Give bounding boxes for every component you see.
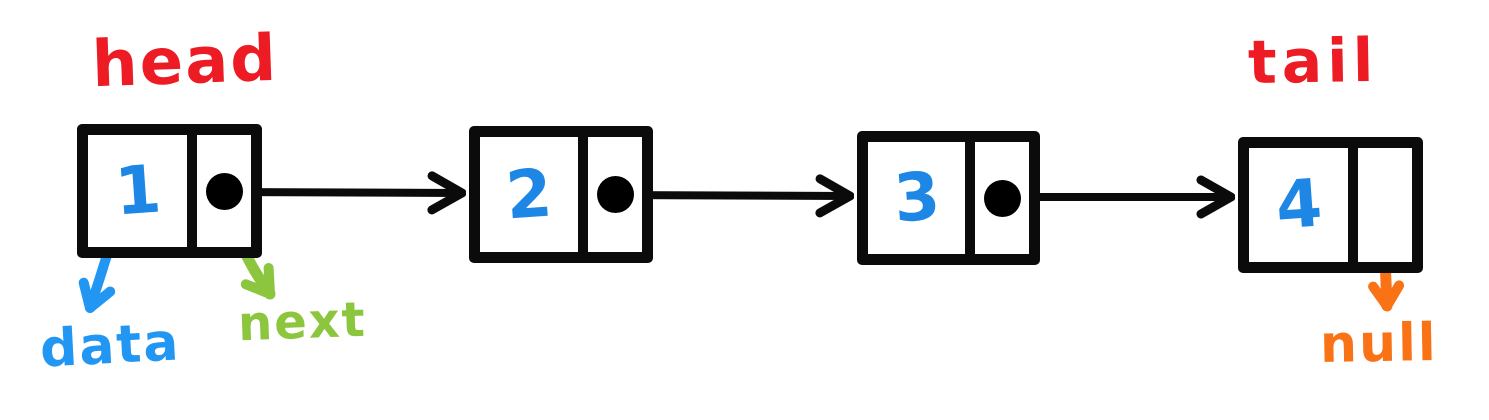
node-1: 1 xyxy=(77,124,262,258)
null-value-label: null xyxy=(1319,312,1439,376)
node-3-data-cell: 3 xyxy=(868,142,965,254)
node-2-next-cell xyxy=(578,137,642,252)
node-3-pointer-dot xyxy=(983,179,1021,217)
node-4: 4 xyxy=(1238,137,1423,273)
node-1-data-cell: 1 xyxy=(88,135,187,247)
node-2: 2 xyxy=(469,126,653,263)
arrow-node1-to-node2 xyxy=(223,192,462,193)
node-2-value: 2 xyxy=(503,153,555,235)
node-1-pointer-dot xyxy=(205,172,243,210)
next-field-label: next xyxy=(237,291,368,353)
node-3: 3 xyxy=(857,131,1040,265)
tail-pointer-label: tail xyxy=(1247,25,1379,99)
node-3-next-cell xyxy=(965,142,1029,254)
node-2-data-cell: 2 xyxy=(480,137,578,252)
node-4-value: 4 xyxy=(1272,164,1325,245)
data-field-label: data xyxy=(38,312,182,380)
node-1-next-cell xyxy=(187,135,251,247)
node-2-pointer-dot xyxy=(596,176,634,213)
node-1-value: 1 xyxy=(111,150,164,231)
node-4-next-cell xyxy=(1348,148,1412,262)
node-3-value: 3 xyxy=(890,157,943,238)
head-pointer-label: head xyxy=(90,21,280,103)
node-4-data-cell: 4 xyxy=(1249,148,1348,262)
